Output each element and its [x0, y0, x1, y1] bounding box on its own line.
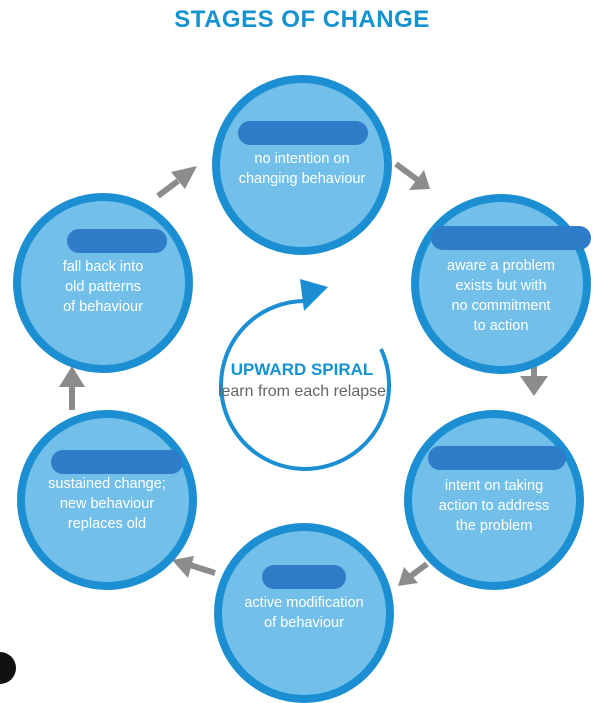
stage-transition-arrow-icon	[520, 376, 548, 396]
stage-label: fall back into old patterns of behaviour	[62, 259, 144, 315]
stage-circle-preparation: intent on taking action to address the p…	[404, 410, 584, 590]
upward-spiral-ring	[219, 279, 392, 471]
stage-label: sustained change; new behaviour replaces…	[48, 476, 166, 532]
redacted-stage-name	[262, 565, 346, 589]
corner-decoration	[0, 652, 16, 684]
stage-transition-arrow-icon	[172, 556, 194, 578]
stage-circle-relapse: fall back into old patterns of behaviour	[13, 193, 193, 373]
stage-label: aware a problem exists but with no commi…	[447, 258, 555, 334]
stage-circle-precontemplation: no intention on changing behaviour	[212, 75, 392, 255]
stage-label: active modification of behaviour	[244, 595, 364, 631]
redacted-stage-name	[67, 229, 167, 253]
stage-transition-arrow-icon	[409, 170, 430, 190]
stage-label: intent on taking action to address the p…	[438, 478, 550, 534]
center-subtitle: learn from each relapse	[217, 383, 387, 400]
stage-label: no intention on changing behaviour	[238, 151, 366, 187]
arrow-line-4	[189, 562, 216, 576]
stage-transition-arrow-icon	[59, 366, 85, 387]
upward-spiral-arrow-icon	[300, 279, 328, 311]
redacted-stage-name	[428, 446, 566, 470]
redacted-stage-name	[431, 226, 591, 250]
arrow-line-1	[394, 161, 421, 184]
stage-circle-action: active modification of behaviour	[214, 523, 394, 703]
page-title: STAGES OF CHANGE	[174, 6, 430, 33]
redacted-stage-name	[238, 121, 368, 145]
stage-circle-maintenance: sustained change; new behaviour replaces…	[17, 410, 197, 590]
center-title: UPWARD SPIRAL	[230, 360, 374, 379]
stage-circle-contemplation: aware a problem exists but with no commi…	[411, 194, 591, 374]
arrow-line-6	[156, 178, 180, 199]
stage-transition-arrow-icon	[398, 567, 418, 586]
stage-transition-arrow-icon	[171, 166, 197, 189]
redacted-stage-name	[51, 450, 183, 474]
